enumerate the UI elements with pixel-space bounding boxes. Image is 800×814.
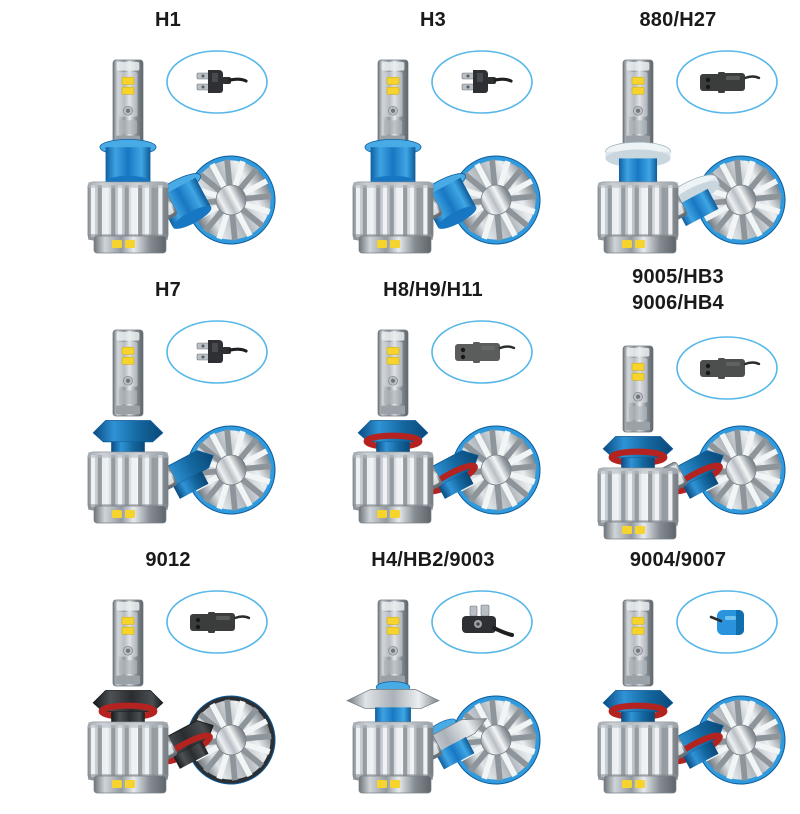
bulb-illustration-h1 xyxy=(35,8,301,274)
bulb-upright-driver xyxy=(603,235,677,254)
bulb-illustration-880-h27 xyxy=(545,8,800,274)
bulb-label-880-h27: 880/H27 xyxy=(639,9,717,31)
bulb-label-h3: H3 xyxy=(420,9,446,31)
connector-inset xyxy=(166,320,268,384)
connector-inset xyxy=(166,590,268,654)
bulb-cell-h4-hb2-9003[interactable]: H4/HB2/9003 xyxy=(300,548,566,814)
bulb-cell-h3[interactable]: H3 xyxy=(300,8,566,274)
bulb-illustration-9012 xyxy=(35,548,301,814)
bulb-illustration-h4-hb2-9003 xyxy=(300,548,566,814)
bulb-illustration-h7 xyxy=(35,278,301,544)
bulb-upright-driver xyxy=(93,505,167,524)
connector-inset xyxy=(676,336,778,400)
bulb-illustration-9005-9006 xyxy=(545,278,800,544)
bulb-illustration-9004-9007 xyxy=(545,548,800,814)
bulb-upright-driver xyxy=(358,775,432,794)
bulb-label-h8-h9-h11: H8/H9/H11 xyxy=(383,279,483,301)
connector-inset xyxy=(166,50,268,114)
bulb-cell-h7[interactable]: H7 xyxy=(35,278,301,544)
bulb-cell-9005-9006[interactable]: 9005/HB3 9006/HB4 xyxy=(545,266,800,544)
bulb-upright-driver xyxy=(358,235,432,254)
bulb-label-h7: H7 xyxy=(155,279,181,301)
bulb-upright-driver xyxy=(93,775,167,794)
bulb-illustration-h8-h9-h11 xyxy=(300,278,566,544)
bulb-cell-9012[interactable]: 9012 xyxy=(35,548,301,814)
connector-inset xyxy=(431,50,533,114)
bulb-upright-driver xyxy=(358,505,432,524)
bulb-label-9004-9007: 9004/9007 xyxy=(629,549,727,571)
bulb-label-9005-9006: 9005/HB3 9006/HB4 xyxy=(632,266,724,314)
bulb-cell-h8-h9-h11[interactable]: H8/H9/H11 xyxy=(300,278,566,544)
connector-inset xyxy=(431,590,533,654)
bulb-illustration-h3 xyxy=(300,8,566,274)
connector-inset xyxy=(676,50,778,114)
bulb-cell-880-h27[interactable]: 880/H27 xyxy=(545,8,800,274)
bulb-label-h1: H1 xyxy=(155,9,181,31)
bulb-upright-driver xyxy=(603,775,677,794)
bulb-tilted xyxy=(696,155,786,245)
connector-inset xyxy=(431,320,533,384)
bulb-label-h4-hb2-9003: H4/HB2/9003 xyxy=(371,549,495,571)
bulb-tilted xyxy=(186,695,276,785)
connector-inset xyxy=(676,590,778,654)
bulb-label-9012: 9012 xyxy=(145,549,191,571)
bulb-upright-driver xyxy=(93,235,167,254)
bulb-cell-h1[interactable]: H1 xyxy=(35,8,301,274)
bulb-upright-driver xyxy=(603,521,677,540)
bulb-cell-9004-9007[interactable]: 9004/9007 xyxy=(545,548,800,814)
